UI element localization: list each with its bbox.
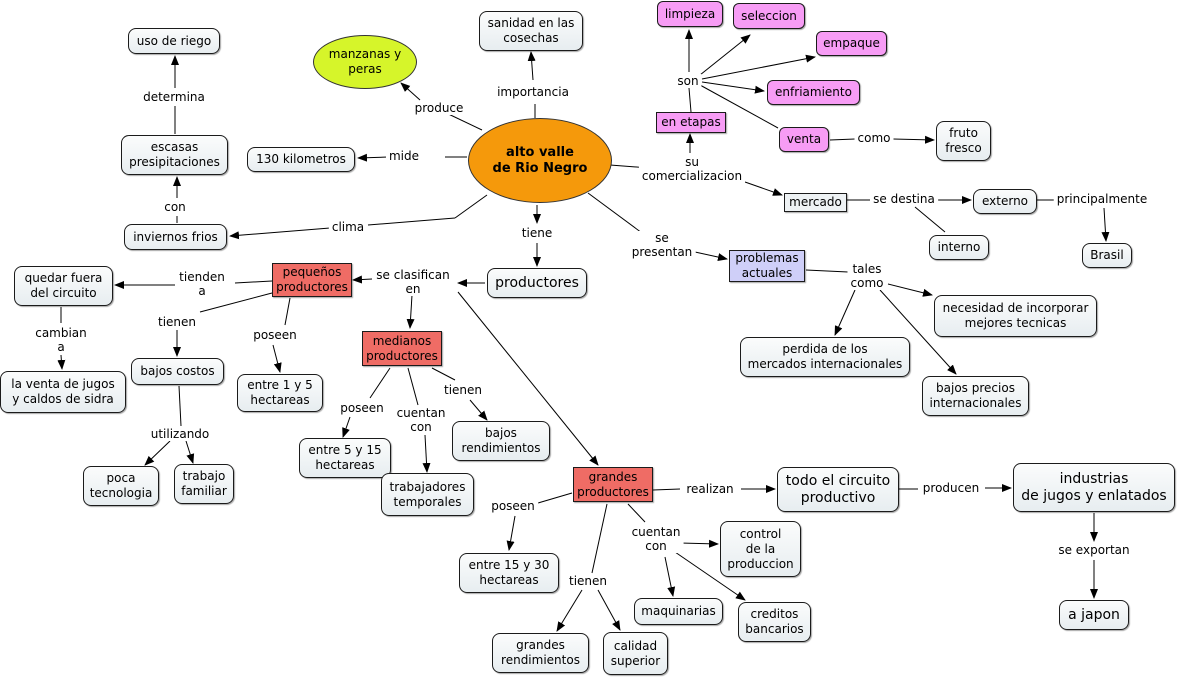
node-bajos-rendimientos[interactable]: bajos rendimientos	[452, 421, 550, 461]
node-inviernos[interactable]: inviernos frios	[124, 224, 227, 250]
node-uso-riego[interactable]: uso de riego	[128, 28, 220, 54]
node-alto-valle[interactable]: alto valle de Rio Negro	[468, 118, 612, 203]
node-escasas[interactable]: escasas presipitaciones	[121, 135, 228, 175]
node-interno[interactable]: interno	[929, 235, 989, 260]
label-importancia: importancia	[494, 85, 572, 99]
node-perdida[interactable]: perdida de los mercados internacionales	[740, 337, 910, 377]
node-industrias[interactable]: industrias de jugos y enlatados	[1013, 463, 1175, 512]
node-hectareas-1-5[interactable]: entre 1 y 5 hectareas	[237, 374, 323, 412]
node-130-km[interactable]: 130 kilometros	[247, 147, 355, 172]
node-grandes-rendimientos[interactable]: grandes rendimientos	[492, 633, 589, 673]
node-empaque[interactable]: empaque	[816, 31, 887, 56]
label-con: con	[161, 200, 189, 214]
node-sanidad[interactable]: sanidad en las cosechas	[479, 11, 583, 51]
node-seleccion[interactable]: seleccion	[733, 3, 805, 29]
node-grandes-productores[interactable]: grandes productores	[573, 467, 653, 502]
label-mide: mide	[385, 149, 423, 163]
label-como-venta: como	[854, 131, 894, 145]
node-manzanas-peras[interactable]: manzanas y peras	[313, 35, 417, 89]
label-tienen-grandes: tienen	[565, 574, 611, 588]
node-quedar-fuera[interactable]: quedar fuera del circuito	[14, 266, 113, 306]
node-productores[interactable]: productores	[487, 268, 587, 298]
label-producen: producen	[919, 481, 983, 495]
label-tales-como: tales como	[847, 262, 887, 290]
label-poseen-pequenos: poseen	[250, 328, 300, 342]
node-control-produccion[interactable]: control de la produccion	[720, 521, 801, 577]
node-mercado[interactable]: mercado	[784, 193, 847, 212]
node-fruto-fresco[interactable]: fruto fresco	[936, 121, 991, 161]
label-son: son	[674, 74, 702, 88]
node-todo-circuito[interactable]: todo el circuito productivo	[777, 467, 899, 512]
label-se-destina: se destina	[870, 192, 938, 206]
node-bajos-costos[interactable]: bajos costos	[131, 358, 224, 385]
node-en-etapas[interactable]: en etapas	[656, 112, 726, 133]
node-calidad-superior[interactable]: calidad superior	[603, 632, 668, 675]
node-medianos-productores[interactable]: medianos productores	[362, 331, 442, 366]
label-cuentan-con-medianos: cuentan con	[393, 406, 449, 434]
node-enfriamiento[interactable]: enfriamiento	[767, 80, 860, 105]
label-tienen-medianos: tienen	[440, 383, 486, 397]
label-utilizando: utilizando	[147, 427, 213, 441]
label-realizan: realizan	[683, 482, 737, 496]
node-a-japon[interactable]: a japon	[1059, 600, 1129, 630]
node-externo[interactable]: externo	[973, 189, 1037, 214]
node-creditos-bancarios[interactable]: creditos bancarios	[738, 602, 811, 642]
node-problemas-actuales[interactable]: problemas actuales	[729, 250, 805, 282]
label-se-clasifican-en: se clasifican en	[373, 268, 453, 296]
label-poseen-medianos: poseen	[337, 401, 387, 415]
node-limpieza[interactable]: limpieza	[657, 1, 723, 27]
node-brasil[interactable]: Brasil	[1082, 243, 1132, 268]
node-hectareas-15-30[interactable]: entre 15 y 30 hectareas	[459, 553, 559, 593]
label-poseen-grandes: poseen	[488, 499, 538, 513]
node-necesidad[interactable]: necesidad de incorporar mejores tecnicas	[934, 295, 1097, 337]
node-bajos-precios[interactable]: bajos precios internacionales	[922, 376, 1029, 416]
label-se-presentan: se presentan	[628, 231, 696, 259]
label-tienden-a: tienden a	[176, 270, 228, 298]
label-principalmente: principalmente	[1053, 192, 1151, 206]
label-cambian-a: cambian a	[32, 326, 90, 354]
node-pequenos-productores[interactable]: pequeños productores	[272, 263, 352, 297]
node-hectareas-5-15[interactable]: entre 5 y 15 hectareas	[299, 438, 391, 478]
node-trabajo-familiar[interactable]: trabajo familiar	[174, 464, 234, 504]
label-se-exportan: se exportan	[1055, 543, 1133, 557]
label-produce: produce	[411, 101, 467, 115]
label-tiene: tiene	[518, 226, 556, 240]
label-cuentan-con-grandes: cuentan con	[628, 525, 684, 553]
label-determina: determina	[140, 90, 208, 104]
node-maquinarias[interactable]: maquinarias	[634, 598, 723, 625]
label-clima: clima	[328, 220, 368, 234]
label-su-comercializacion: su comercializacion	[638, 155, 746, 183]
label-tienen-pequenos: tienen	[154, 315, 200, 329]
node-venta[interactable]: venta	[779, 127, 829, 152]
node-trabajadores-temporales[interactable]: trabajadores temporales	[381, 473, 474, 516]
node-poca-tecnologia[interactable]: poca tecnologia	[83, 466, 159, 506]
node-venta-jugos[interactable]: la venta de jugos y caldos de sidra	[0, 371, 126, 413]
